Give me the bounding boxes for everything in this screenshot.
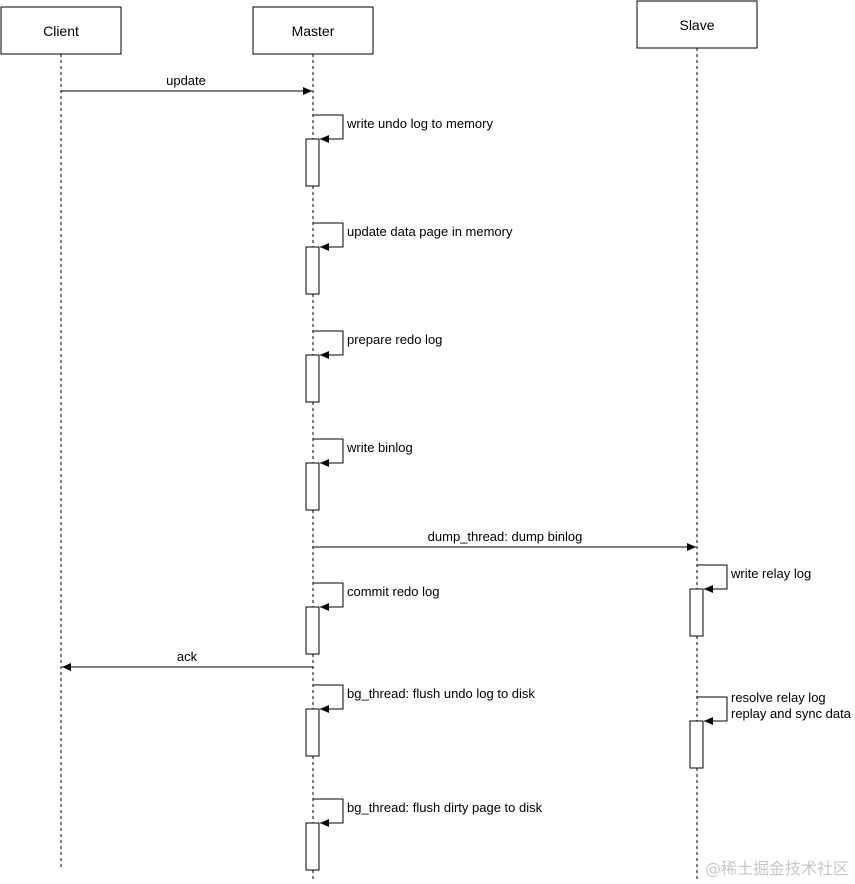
resolve-relay-log-label-line1: resolve relay log <box>731 690 826 705</box>
self-message-prepare-redo-log: prepare redo log <box>305 330 442 403</box>
update-data-page-label: update data page in memory <box>347 224 513 239</box>
self-message-write-undo-log: write undo log to memory <box>305 114 493 187</box>
commit-redo-log-label: commit redo log <box>347 584 439 599</box>
dump-binlog-label: dump_thread: dump binlog <box>428 529 583 544</box>
write-undo-log-label: write undo log to memory <box>346 116 493 131</box>
slave-participant: Slave <box>636 0 758 49</box>
slave-label: Slave <box>679 17 714 33</box>
resolve-relay-log-label-line2: replay and sync data <box>731 706 852 721</box>
prepare-redo-log-arrow <box>313 330 344 359</box>
self-message-update-data-page: update data page in memory <box>305 222 513 295</box>
self-message-write-binlog: write binlog <box>305 438 413 511</box>
activation-bar <box>689 720 704 769</box>
message-update: update <box>61 73 312 95</box>
message-dump-binlog: dump_thread: dump binlog <box>313 529 696 551</box>
master-participant: Master <box>252 6 374 55</box>
client-participant: Client <box>0 6 122 55</box>
activation-bar <box>305 138 320 187</box>
self-message-write-relay-log: write relay log <box>689 564 811 637</box>
self-message-commit-redo-log: commit redo log <box>305 582 439 655</box>
write-binlog-arrow <box>313 438 344 467</box>
write-relay-log-label: write relay log <box>730 566 811 581</box>
update-data-page-arrow <box>313 222 344 251</box>
activation-bar <box>689 588 704 637</box>
activation-bar <box>305 708 320 757</box>
activation-bar <box>305 462 320 511</box>
activation-bar <box>305 606 320 655</box>
activation-bar <box>305 354 320 403</box>
message-ack: ack <box>62 649 313 671</box>
self-message-resolve-relay-log: resolve relay log replay and sync data <box>689 690 852 769</box>
write-undo-log-arrow <box>313 114 344 143</box>
watermark: @稀土掘金技术社区 <box>705 859 849 878</box>
client-label: Client <box>43 23 79 39</box>
activation-bar <box>305 246 320 295</box>
resolve-relay-log-arrow <box>697 696 728 725</box>
flush-undo-log-arrow <box>313 684 344 713</box>
master-label: Master <box>292 23 335 39</box>
flush-dirty-page-arrow <box>313 798 344 827</box>
commit-redo-log-arrow <box>313 582 344 611</box>
write-binlog-label: write binlog <box>346 440 413 455</box>
prepare-redo-log-label: prepare redo log <box>347 332 442 347</box>
self-message-flush-undo-log: bg_thread: flush undo log to disk <box>305 684 535 757</box>
update-label: update <box>166 73 206 88</box>
flush-undo-log-label: bg_thread: flush undo log to disk <box>347 686 535 701</box>
activation-bar <box>305 822 320 871</box>
write-relay-log-arrow <box>697 564 728 593</box>
flush-dirty-page-label: bg_thread: flush dirty page to disk <box>347 800 543 815</box>
ack-label: ack <box>177 649 198 664</box>
self-message-flush-dirty-page: bg_thread: flush dirty page to disk <box>305 798 543 871</box>
